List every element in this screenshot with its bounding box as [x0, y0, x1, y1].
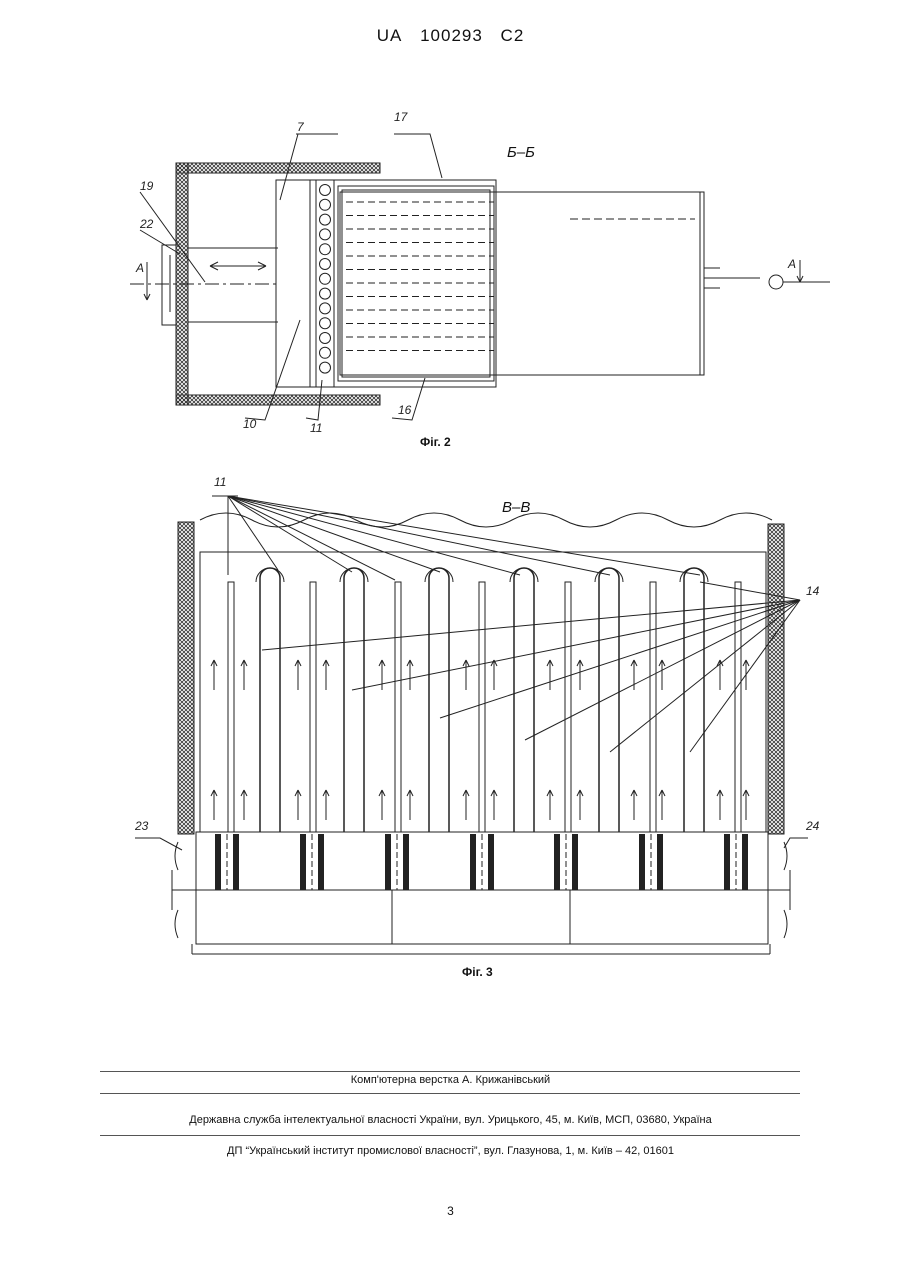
figure-3-drawing: 11 14 23 24 В–В Фіг. 3 [0, 470, 901, 980]
leader-lines-fig3 [135, 496, 808, 850]
footer-rule-3 [100, 1135, 800, 1136]
dashed-channels [346, 202, 494, 351]
page-number: 3 [0, 1204, 901, 1218]
return-pipe [429, 568, 449, 832]
thin-pipe [565, 582, 571, 832]
inner-vessel [172, 552, 790, 954]
patent-number-header: UA 100293 C2 [0, 26, 901, 46]
label-14: 14 [806, 584, 820, 598]
collector-wall [233, 834, 239, 890]
collector-wall [403, 834, 409, 890]
flow-arrows [211, 660, 749, 820]
tube-circle [320, 333, 331, 344]
patent-number: 100293 [420, 26, 483, 45]
collector-wall [724, 834, 730, 890]
thin-pipe [395, 582, 401, 832]
tube-row [320, 185, 331, 374]
tube-circle [320, 214, 331, 225]
collector-wall [318, 834, 324, 890]
collector-wall [572, 834, 578, 890]
thin-pipe [479, 582, 485, 832]
label-17: 17 [394, 110, 409, 124]
section-label-vv: В–В [502, 499, 530, 516]
tube-circle [320, 273, 331, 284]
collector-wall [488, 834, 494, 890]
tube-circle [320, 259, 331, 270]
footer-rule-2 [100, 1093, 800, 1094]
figure-3-caption: Фіг. 3 [462, 965, 493, 979]
label-7: 7 [297, 120, 305, 134]
housing-wall [162, 163, 380, 405]
collector-wall [639, 834, 645, 890]
figure-2-caption: Фіг. 2 [420, 435, 451, 449]
figure-2-drawing: 7 17 19 22 10 11 16 А А Б–Б Фіг. 2 [0, 100, 901, 460]
collector-wall [657, 834, 663, 890]
label-23: 23 [134, 819, 149, 833]
tube-circle [320, 347, 331, 358]
tube-circle [320, 362, 331, 373]
thin-pipe [310, 582, 316, 832]
country-code: UA [377, 26, 403, 45]
tube-circle [320, 199, 331, 210]
label-22: 22 [139, 217, 154, 231]
layout-credit: Комп'ютерна верстка А. Крижанівський [0, 1074, 901, 1086]
tube-circle [320, 318, 331, 329]
collector-wall [742, 834, 748, 890]
collector-wall [385, 834, 391, 890]
return-pipe [599, 568, 619, 832]
label-11: 11 [310, 421, 322, 435]
institute-address: ДП “Український інститут промислової вла… [0, 1145, 901, 1157]
piston-rod [130, 248, 278, 322]
return-pipe [514, 568, 534, 832]
thin-pipe [650, 582, 656, 832]
label-24: 24 [805, 819, 820, 833]
outer-chamber [144, 192, 830, 375]
collector-wall [470, 834, 476, 890]
label-10: 10 [243, 417, 257, 431]
label-a-right: А [787, 257, 796, 271]
label-11-fig3: 11 [214, 475, 226, 489]
tube-circle [320, 303, 331, 314]
collector-wall [215, 834, 221, 890]
return-pipe [260, 568, 280, 832]
return-pipe [344, 568, 364, 832]
collector-wall [300, 834, 306, 890]
return-pipe [684, 568, 704, 832]
tube-circle [320, 185, 331, 196]
label-19: 19 [140, 179, 154, 193]
section-label-bb: Б–Б [507, 144, 535, 161]
collector-wall [554, 834, 560, 890]
tube-circle [320, 244, 331, 255]
label-16: 16 [398, 403, 412, 417]
thin-pipe [228, 582, 234, 832]
heat-pipes [215, 568, 748, 890]
tube-circle [320, 288, 331, 299]
document-kind: C2 [501, 26, 525, 45]
tube-circle [320, 229, 331, 240]
label-a-left: А [135, 261, 144, 275]
footer-rule-1 [100, 1071, 800, 1072]
patent-office-address: Державна служба інтелектуальної власност… [0, 1114, 901, 1126]
